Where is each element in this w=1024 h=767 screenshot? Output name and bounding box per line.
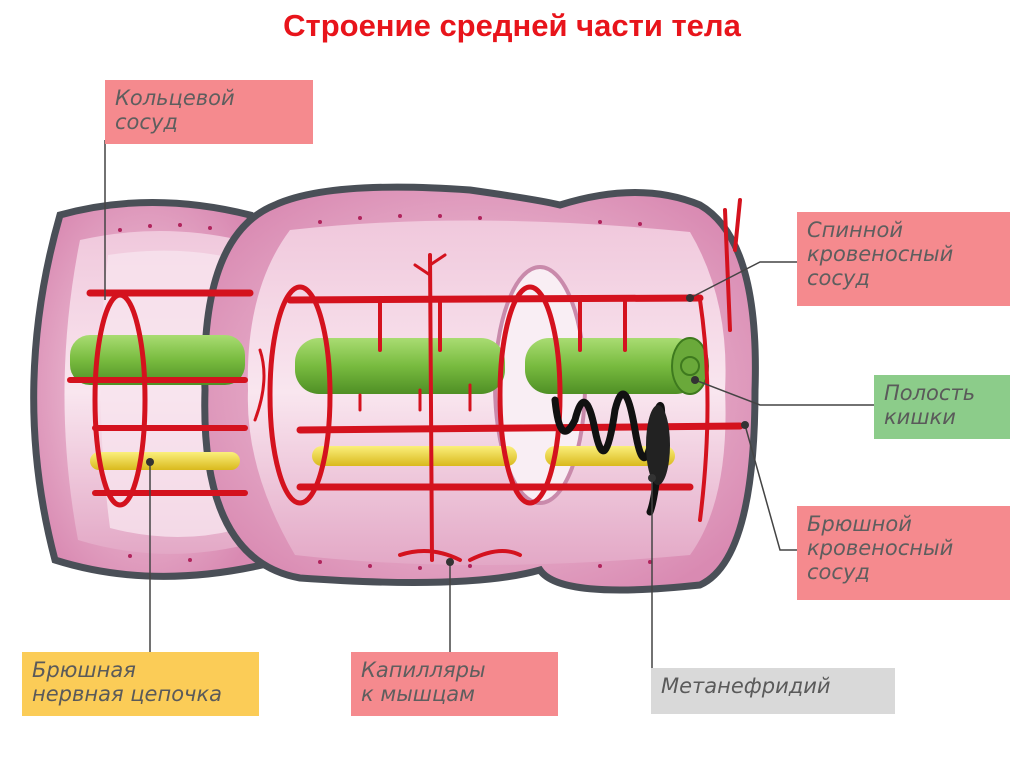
gut-tube <box>70 335 709 395</box>
page-title: Строение средней части тела <box>283 8 741 43</box>
leader-lines <box>104 140 875 670</box>
blood-vessels <box>67 198 744 562</box>
leader-dots <box>146 294 749 566</box>
wall-dots <box>118 214 652 570</box>
label-dorsal-vessel: Спинной кровеносный сосуд <box>797 212 1010 306</box>
metanephridium-coil <box>551 390 670 516</box>
label-capillaries: Капилляры к мышцам <box>351 652 558 716</box>
label-metanephridium: Метанефридий <box>651 668 895 714</box>
label-nerve-cord: Брюшная нервная цепочка <box>22 652 259 716</box>
label-ring-vessel: Кольцевой сосуд <box>105 80 313 144</box>
label-gut-cavity: Полость кишки <box>874 375 1010 439</box>
label-ventral-vessel: Брюшной кровеносный сосуд <box>797 506 1010 600</box>
nerve-cord <box>90 446 675 470</box>
